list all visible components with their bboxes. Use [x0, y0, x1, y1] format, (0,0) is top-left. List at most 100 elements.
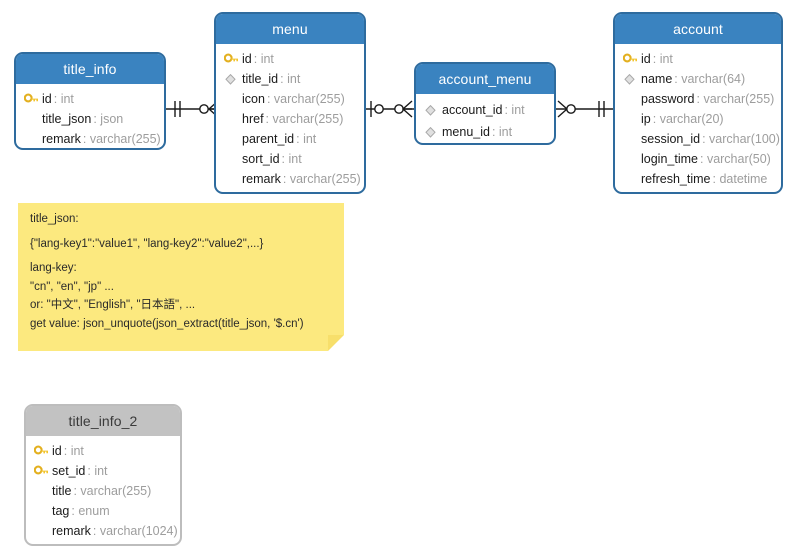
attribute-row[interactable]: set_id : int [34, 461, 172, 481]
attribute-name: sort_id [242, 151, 280, 166]
attribute-name: id [242, 51, 252, 66]
attribute-row[interactable]: href : varchar(255) [224, 109, 356, 129]
note-line: "cn", "en", "jp" ... [30, 280, 114, 293]
attribute-name: title_json [42, 111, 92, 126]
attribute-type: : enum [71, 503, 110, 518]
attribute-type: : datetime [712, 171, 768, 186]
attribute-row[interactable]: parent_id : int [224, 129, 356, 149]
attribute-name: set_id [52, 463, 86, 478]
entity-title-title_info_2: title_info_2 [26, 406, 180, 436]
primary-key-icon [34, 444, 51, 458]
note-line: or: "中文", "English", "日本語", ... [30, 299, 196, 311]
attribute-row[interactable]: ip : varchar(20) [623, 109, 773, 129]
attribute-name: login_time [641, 151, 698, 166]
attribute-type: : varchar(255) [73, 483, 152, 498]
entity-attributes-account: id : int name : varchar(64) password : v… [615, 44, 781, 192]
attribute-name: session_id [641, 131, 701, 146]
no-key-icon [224, 132, 241, 146]
attribute-type: : int [491, 124, 513, 139]
attribute-row[interactable]: remark : varchar(255) [224, 169, 361, 189]
attribute-name: ip [641, 111, 651, 126]
attribute-row[interactable]: refresh_time : datetime [623, 169, 773, 189]
attribute-row[interactable]: sort_id : int [224, 149, 356, 169]
foreign-key-diamond-icon [623, 72, 640, 86]
attribute-name: remark [42, 131, 81, 146]
entity-menu[interactable]: menu id : int title_id [214, 12, 366, 194]
attribute-row[interactable]: remark : varchar(255) [24, 129, 161, 148]
attribute-row[interactable]: account_id : int [424, 99, 546, 121]
attribute-type: : int [296, 131, 317, 146]
no-key-icon [623, 92, 640, 106]
attribute-type: : varchar(255) [696, 91, 775, 106]
attribute-row[interactable]: icon : varchar(255) [224, 89, 356, 109]
attribute-type: : int [281, 151, 302, 166]
foreign-key-diamond-icon [424, 125, 441, 139]
attribute-row[interactable]: tag : enum [34, 501, 172, 521]
attribute-row[interactable]: title_id : int [224, 69, 356, 89]
attribute-row[interactable]: remark : varchar(1024) [34, 521, 178, 541]
attribute-row[interactable]: title : varchar(255) [34, 481, 172, 501]
attribute-name: name [641, 71, 673, 86]
entity-attributes-title_info_2: id : int set_id : int title : varchar(25… [26, 436, 180, 544]
attribute-name: id [42, 91, 52, 106]
relationship-account_menu-account[interactable] [556, 96, 614, 122]
attribute-row[interactable]: id : int [24, 89, 156, 109]
no-key-icon [623, 132, 640, 146]
attribute-row[interactable]: name : varchar(64) [623, 69, 773, 89]
entity-title-title_info: title_info [16, 54, 164, 84]
attribute-name: title [52, 483, 72, 498]
attribute-name: remark [242, 171, 281, 186]
attribute-type: : varchar(20) [652, 111, 724, 126]
attribute-type: : json [93, 111, 124, 126]
no-key-icon [224, 152, 241, 166]
attribute-row[interactable]: title_json : json [24, 109, 156, 129]
attribute-row[interactable]: id : int [224, 49, 356, 69]
attribute-type: : varchar(255) [265, 111, 344, 126]
attribute-name: refresh_time [641, 171, 711, 186]
primary-key-icon [623, 52, 640, 66]
entity-attributes-menu: id : int title_id : int icon : varchar(2… [216, 44, 364, 192]
entity-title-account_menu: account_menu [416, 64, 554, 94]
note-line: title_json: [30, 213, 79, 225]
primary-key-icon [24, 92, 41, 106]
no-key-icon [34, 524, 51, 538]
entity-title_info[interactable]: title_info id : int title_json : json [14, 52, 166, 150]
attribute-type: : int [87, 463, 108, 478]
attribute-type: : int [652, 51, 673, 66]
attribute-type: : varchar(1024) [92, 523, 178, 538]
primary-key-icon [224, 52, 241, 66]
entity-account_menu[interactable]: account_menu account_id : int menu_id [414, 62, 556, 145]
attribute-row[interactable]: session_id : varchar(100) [623, 129, 780, 149]
entity-account[interactable]: account id : int name : [613, 12, 783, 194]
entity-attributes-title_info: id : int title_json : json remark : varc… [16, 84, 164, 148]
attribute-name: icon [242, 91, 265, 106]
attribute-type: : varchar(255) [266, 91, 345, 106]
no-key-icon [623, 112, 640, 126]
sticky-note-title_json[interactable]: title_json: {"lang-key1":"value1", "lang… [18, 203, 344, 351]
no-key-icon [34, 484, 51, 498]
entity-attributes-account_menu: account_id : int menu_id : int [416, 94, 554, 143]
relationship-menu-account_menu[interactable] [366, 96, 416, 122]
attribute-name: password [641, 91, 695, 106]
attribute-name: account_id [442, 102, 503, 117]
attribute-row[interactable]: login_time : varchar(50) [623, 149, 773, 169]
attribute-row[interactable]: menu_id : int [424, 121, 546, 143]
attribute-type: : int [504, 102, 525, 117]
note-line: {"lang-key1":"value1", "lang-key2":"valu… [30, 237, 264, 250]
attribute-row[interactable]: password : varchar(255) [623, 89, 775, 109]
primary-key-icon [34, 464, 51, 478]
attribute-name: tag [52, 503, 70, 518]
attribute-name: remark [52, 523, 91, 538]
attribute-row[interactable]: id : int [623, 49, 773, 69]
attribute-name: id [641, 51, 651, 66]
no-key-icon [224, 112, 241, 126]
entity-title_info_2[interactable]: title_info_2 id : int [24, 404, 182, 546]
attribute-type: : varchar(100) [702, 131, 780, 146]
attribute-type: : varchar(64) [674, 71, 746, 86]
attribute-type: : int [280, 71, 301, 86]
attribute-row[interactable]: id : int [34, 441, 172, 461]
no-key-icon [224, 172, 241, 186]
no-key-icon [34, 504, 51, 518]
attribute-type: : int [63, 443, 84, 458]
